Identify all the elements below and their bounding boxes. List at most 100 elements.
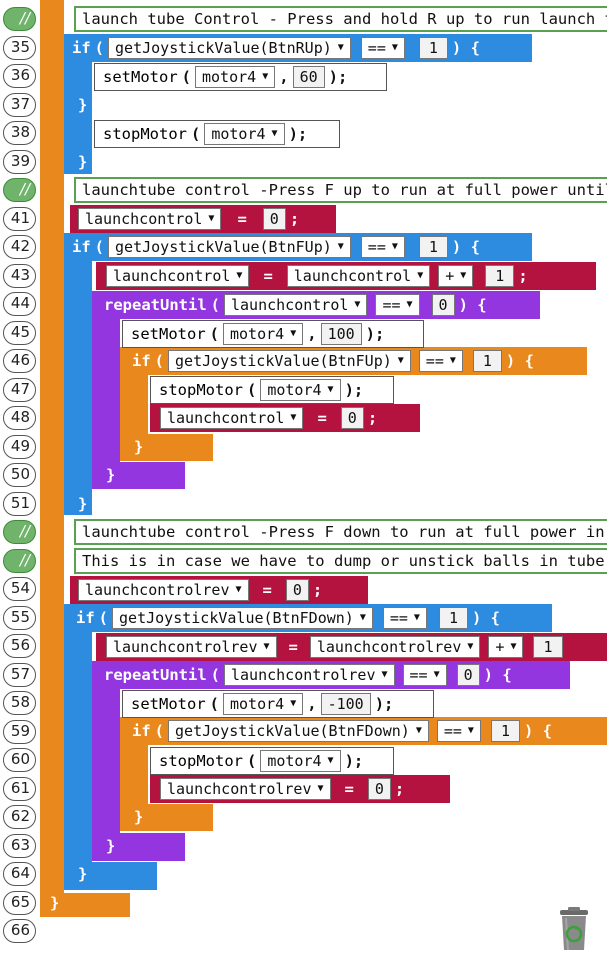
operator-dropdown[interactable]: ==▼	[436, 720, 481, 742]
variable-dropdown[interactable]: launchcontrol▼	[106, 265, 250, 287]
set-motor-stmt[interactable]: setMotor ( motor4▼ , 100 );	[122, 320, 424, 348]
set-motor-label: setMotor	[131, 325, 206, 343]
if-row[interactable]: if ( getJoystickValue(BtnFUp)▼ ==▼ 1 ) {	[72, 233, 484, 261]
close-call: );	[344, 381, 364, 399]
else-row[interactable]: } else {	[78, 91, 153, 119]
variable-dropdown[interactable]: launchcontrolrev▼	[78, 579, 249, 601]
motor-dropdown[interactable]: motor4▼	[223, 323, 304, 345]
assign-op: =	[237, 210, 247, 228]
variable-assignment[interactable]: launchcontrol▼ = 0 ;	[70, 205, 336, 233]
comment-block[interactable]: This is in case we have to dump or unsti…	[74, 548, 607, 574]
comment-block[interactable]: launchtube control -Press F up to run at…	[74, 177, 607, 203]
if-keyword: if	[72, 238, 91, 256]
variable-dropdown[interactable]: launchcontrol▼	[160, 407, 304, 429]
operator-dropdown[interactable]: ==▼	[360, 236, 405, 258]
stop-motor-stmt[interactable]: stopMotor ( motor4▼ );	[150, 747, 394, 775]
speed-field[interactable]: 60	[292, 66, 325, 88]
if-row[interactable]: if ( getJoystickValue(BtnFUp)▼ ==▼ 1 ) {	[132, 347, 538, 375]
value-field[interactable]: 1	[533, 636, 563, 658]
repeat-until-row[interactable]: repeatUntil ( launchcontrol▼ ==▼ 0 ) {	[104, 291, 491, 319]
variable-dropdown[interactable]: launchcontrolrev▼	[309, 636, 481, 658]
line-number-comment: //	[3, 520, 36, 544]
operator-dropdown[interactable]: ==▼	[402, 664, 447, 686]
stop-motor-stmt[interactable]: stopMotor ( motor4▼ );	[94, 120, 340, 148]
close-brace: }	[106, 466, 116, 484]
trash-can-icon[interactable]	[556, 906, 592, 951]
variable-dropdown[interactable]: launchcontrolrev▼	[160, 778, 331, 800]
joystick-dropdown[interactable]: getJoystickValue(BtnRUp)▼	[108, 37, 351, 59]
speed-field[interactable]: 100	[320, 323, 362, 345]
line-number-comment: //	[3, 7, 36, 31]
variable-assignment[interactable]: launchcontrolrev▼ = launchcontrolrev▼ +▼…	[96, 633, 607, 661]
repeat-block-1[interactable]	[92, 291, 120, 489]
variable-assignment[interactable]: launchcontrolrev▼ = 0 ;	[70, 576, 368, 604]
stop-motor-stmt[interactable]: stopMotor ( motor4▼ );	[150, 376, 394, 404]
variable-dropdown[interactable]: launchcontrol▼	[286, 265, 431, 287]
operator-dropdown[interactable]: +▼	[438, 265, 474, 287]
variable-assignment[interactable]: launchcontrol▼ = launchcontrol▼ +▼ 1 ;	[96, 262, 596, 290]
if-keyword: if	[132, 722, 151, 740]
if-row[interactable]: if ( getJoystickValue(BtnRUp)▼ ==▼ 1 ) {	[72, 34, 484, 62]
value-field[interactable]: 1	[490, 720, 520, 742]
joystick-dropdown[interactable]: getJoystickValue(BtnFDown)▼	[112, 607, 373, 629]
set-motor-stmt[interactable]: setMotor ( motor4▼ , 60 );	[94, 63, 387, 91]
joystick-dropdown[interactable]: getJoystickValue(BtnFUp)▼	[168, 350, 411, 372]
semicolon: ;	[394, 780, 405, 798]
operator-dropdown[interactable]: ==▼	[382, 607, 427, 629]
if-row[interactable]: if ( getJoystickValue(BtnFDown)▼ ==▼ 1 )…	[132, 717, 556, 745]
operator-dropdown[interactable]: ==▼	[418, 350, 463, 372]
motor-dropdown[interactable]: motor4▼	[223, 693, 304, 715]
operator-dropdown[interactable]: ==▼	[375, 294, 420, 316]
value-field[interactable]: 1	[472, 350, 502, 372]
comment-text: launchtube control -Press F down to run …	[82, 523, 607, 541]
if-inner-block-1-foot	[120, 434, 213, 461]
motor-dropdown[interactable]: motor4▼	[260, 750, 341, 772]
speed-field[interactable]: -100	[320, 693, 371, 715]
value-field[interactable]: 0	[340, 407, 364, 429]
value-field[interactable]: 1	[485, 265, 515, 287]
variable-dropdown[interactable]: launchcontrol▼	[224, 294, 368, 316]
variable-assignment[interactable]: launchcontrolrev▼ = 0 ;	[150, 775, 450, 803]
value-field[interactable]: 1	[418, 236, 448, 258]
operator-dropdown[interactable]: +▼	[488, 636, 524, 658]
if-keyword: if	[72, 39, 91, 57]
if-row[interactable]: if ( getJoystickValue(BtnFDown)▼ ==▼ 1 )…	[76, 604, 504, 632]
comment-block[interactable]: launchtube control -Press F down to run …	[74, 519, 607, 545]
variable-dropdown[interactable]: launchcontrolrev▼	[224, 664, 395, 686]
motor-dropdown[interactable]: motor4▼	[195, 66, 276, 88]
if-block-fup[interactable]	[64, 233, 92, 515]
operator-dropdown[interactable]: ==▼	[360, 37, 405, 59]
value-field[interactable]: 1	[438, 607, 468, 629]
variable-dropdown[interactable]: launchcontrolrev▼	[106, 636, 277, 658]
close-paren: ) {	[471, 609, 500, 627]
value-field[interactable]: 0	[262, 208, 286, 230]
outer-control-block[interactable]	[36, 0, 64, 895]
open-paren: (	[94, 39, 105, 57]
joystick-dropdown[interactable]: getJoystickValue(BtnFDown)▼	[168, 720, 429, 742]
variable-dropdown[interactable]: launchcontrol▼	[78, 208, 222, 230]
value-field[interactable]: 1	[418, 37, 448, 59]
line-number: 51	[3, 492, 36, 516]
repeat-until-row[interactable]: repeatUntil ( launchcontrolrev▼ ==▼ 0 ) …	[104, 661, 516, 689]
set-motor-stmt[interactable]: setMotor ( motor4▼ , -100 );	[122, 690, 434, 718]
if-block-fdown[interactable]	[64, 604, 92, 890]
semicolon: ;	[518, 267, 528, 285]
value-field[interactable]: 0	[456, 664, 480, 686]
repeat-block-2[interactable]	[92, 661, 120, 861]
joystick-dropdown[interactable]: getJoystickValue(BtnFUp)▼	[108, 236, 351, 258]
close-paren: ) {	[483, 666, 512, 684]
assign-op: =	[344, 780, 354, 798]
motor-dropdown[interactable]: motor4▼	[204, 123, 285, 145]
semicolon: ;	[367, 409, 378, 427]
comment-block[interactable]: launch tube Control - Press and hold R u…	[74, 6, 607, 32]
variable-assignment[interactable]: launchcontrol▼ = 0 ;	[150, 404, 420, 432]
motor-dropdown[interactable]: motor4▼	[260, 379, 341, 401]
value-field[interactable]: 0	[431, 294, 455, 316]
comma: ,	[307, 695, 317, 713]
outer-control-footer	[36, 893, 130, 917]
close-call: );	[374, 695, 394, 713]
line-number: 64	[3, 862, 36, 886]
line-number: 55	[3, 606, 36, 630]
value-field[interactable]: 0	[285, 579, 309, 601]
value-field[interactable]: 0	[367, 778, 391, 800]
